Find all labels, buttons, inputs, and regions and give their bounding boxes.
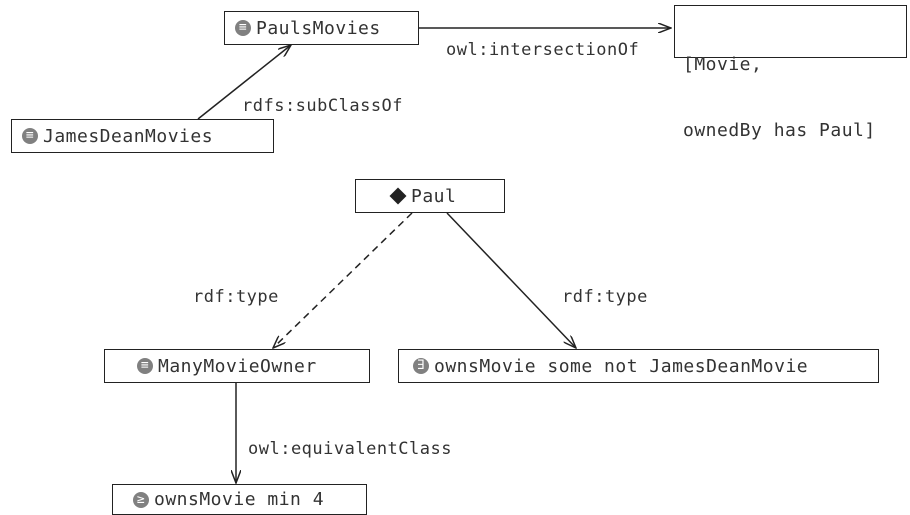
node-many-movie-owner[interactable]: ≡ ManyMovieOwner xyxy=(104,349,370,383)
edge-sub-class-of xyxy=(197,45,291,120)
exists-icon: ∃ xyxy=(413,358,429,374)
node-label: Paul xyxy=(411,185,457,207)
list-line-2: ownedBy has Paul] xyxy=(683,120,876,141)
label-rdf-type-dashed: rdf:type xyxy=(193,287,279,307)
node-label: ownsMovie min 4 xyxy=(154,489,325,510)
node-owns-movie-min[interactable]: ≥ ownsMovie min 4 xyxy=(112,484,367,515)
label-equivalent-class: owl:equivalentClass xyxy=(248,439,452,459)
equivalent-class-icon: ≡ xyxy=(22,128,38,144)
node-owns-movie-some[interactable]: ∃ ownsMovie some not JamesDeanMovie xyxy=(398,349,879,383)
edge-rdf-type-dashed xyxy=(273,212,413,348)
label-rdf-type-solid: rdf:type xyxy=(562,287,648,307)
edge-rdf-type-solid xyxy=(446,212,576,348)
list-line-1: [Movie, xyxy=(683,54,763,75)
individual-diamond-icon xyxy=(390,188,406,204)
node-intersection-list[interactable]: [Movie, ownedBy has Paul] xyxy=(674,5,907,141)
node-paul[interactable]: Paul xyxy=(355,179,505,213)
node-pauls-movies[interactable]: ≡ PaulsMovies xyxy=(224,11,419,45)
node-label: PaulsMovies xyxy=(256,17,381,39)
min-cardinality-icon: ≥ xyxy=(133,491,149,508)
equivalent-class-icon: ≡ xyxy=(235,20,251,36)
node-label: JamesDeanMovies xyxy=(43,125,214,147)
node-label: ManyMovieOwner xyxy=(158,355,317,377)
label-intersection-of: owl:intersectionOf xyxy=(446,40,640,60)
node-james-dean-movies[interactable]: ≡ JamesDeanMovies xyxy=(11,119,274,153)
label-sub-class-of: rdfs:subClassOf xyxy=(242,96,404,116)
equivalent-class-icon: ≡ xyxy=(137,358,153,374)
node-label: ownsMovie some not JamesDeanMovie xyxy=(434,355,809,377)
